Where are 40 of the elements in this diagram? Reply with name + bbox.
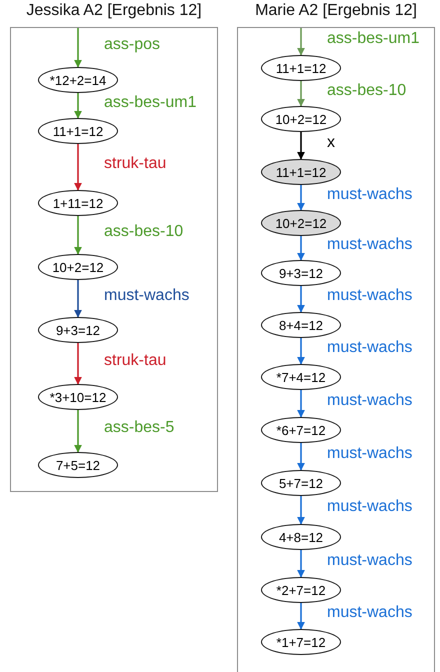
arrow (74, 410, 82, 453)
arrow (74, 144, 82, 191)
arrow (297, 236, 305, 261)
step-ellipse: 11+1=12 (261, 159, 341, 185)
arrow (297, 185, 305, 211)
arrow (297, 132, 305, 160)
panel-title: Jessika A2 [Ergebnis 12] (25, 2, 203, 20)
step-ellipse: 10+2=12 (38, 254, 118, 280)
step-ellipse: 5+7=12 (261, 470, 341, 496)
step-ellipse: 7+5=12 (38, 452, 118, 478)
step-ellipse: *12+2=14 (38, 67, 118, 93)
step-ellipse: 10+2=12 (261, 210, 341, 236)
arrow (74, 28, 82, 68)
step-ellipse: *3+10=12 (38, 384, 118, 410)
step-ellipse: 9+3=12 (261, 260, 341, 286)
step-ellipse: 9+3=12 (38, 317, 118, 343)
arrow (297, 443, 305, 471)
arrow (297, 338, 305, 365)
arrow (297, 603, 305, 630)
arrow (74, 216, 82, 255)
arrow (74, 280, 82, 318)
step-ellipse: 11+1=12 (38, 118, 118, 144)
step-ellipse: 10+2=12 (261, 106, 341, 132)
step-ellipse: 8+4=12 (261, 312, 341, 338)
arrow (297, 390, 305, 418)
step-ellipse: 1+11=12 (38, 190, 118, 216)
panel-title: Marie A2 [Ergebnis 12] (254, 2, 418, 20)
step-ellipse: 11+1=12 (261, 55, 341, 81)
arrow (297, 286, 305, 313)
step-ellipse: *1+7=12 (261, 629, 341, 655)
step-ellipse: *7+4=12 (261, 364, 341, 390)
arrow (297, 550, 305, 578)
arrow (74, 343, 82, 385)
step-ellipse: *6+7=12 (261, 417, 341, 443)
step-ellipse: *2+7=12 (261, 577, 341, 603)
arrow (297, 496, 305, 525)
arrow (297, 81, 305, 107)
arrow (74, 93, 82, 119)
step-ellipse: 4+8=12 (261, 524, 341, 550)
arrow (297, 28, 305, 56)
